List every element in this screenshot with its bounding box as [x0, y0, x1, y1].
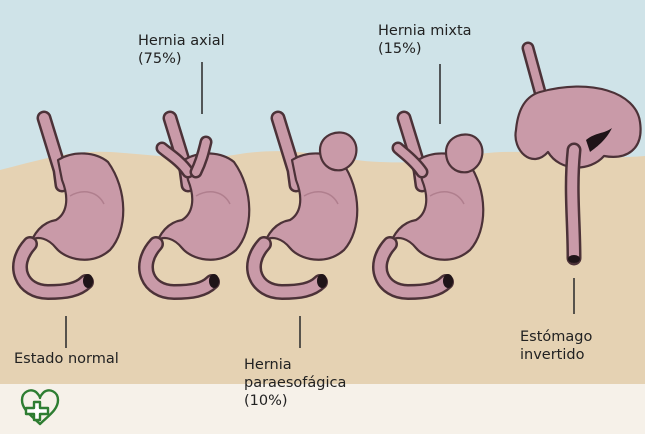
label-mixed-hernia: Hernia mixta (15%) [378, 22, 472, 58]
label-inverted-stomach: Estómago invertido [520, 328, 592, 364]
label-normal: Estado normal [14, 350, 119, 368]
label-normal-line-1: Estado normal [14, 350, 119, 368]
label-paraesophageal-hernia: Hernia paraesofágica (10%) [244, 356, 346, 410]
label-mixed-line-2: (15%) [378, 40, 472, 58]
label-paraesophageal-line-3: (10%) [244, 392, 346, 410]
label-axial-line-2: (75%) [138, 50, 225, 68]
label-axial-line-1: Hernia axial [138, 32, 225, 50]
label-paraesophageal-line-2: paraesofágica [244, 374, 346, 392]
label-inverted-line-2: invertido [520, 346, 592, 364]
label-mixed-line-1: Hernia mixta [378, 22, 472, 40]
label-inverted-line-1: Estómago [520, 328, 592, 346]
label-axial-hernia: Hernia axial (75%) [138, 32, 225, 68]
label-paraesophageal-line-1: Hernia [244, 356, 346, 374]
